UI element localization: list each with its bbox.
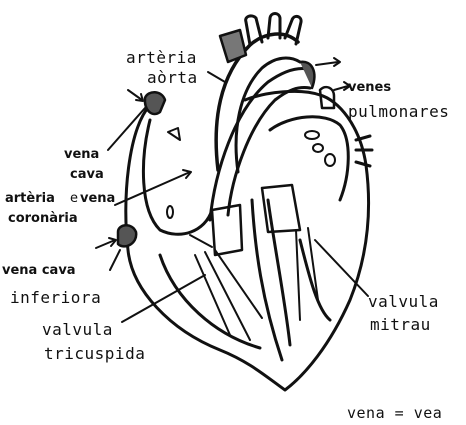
leader-vena-cava <box>108 108 145 150</box>
leader-aorta <box>208 72 225 82</box>
label-arteria: artèria <box>126 50 197 66</box>
label-mitrau: mitrau <box>370 317 431 333</box>
inferior-vena-cava <box>118 225 136 246</box>
label-cava: cava <box>70 168 104 181</box>
label-venes: venes <box>348 81 391 94</box>
leader-coronary-arrow-small <box>190 235 212 247</box>
label-tricuspida: tricuspida <box>44 346 145 362</box>
label-vena-cava-inferior: vena cava <box>2 264 76 277</box>
detail-oval-2 <box>313 144 323 152</box>
label-inferiora: inferiora <box>10 290 101 306</box>
label-valvula-right: valvula <box>368 294 439 310</box>
aorta-arch-inner <box>236 58 300 172</box>
right-ventricle <box>160 255 260 348</box>
label-arteria-coronaria-a: artèria <box>5 192 55 205</box>
label-valvula-left: valvula <box>42 322 113 338</box>
label-pulmonares: pulmonares <box>348 104 449 120</box>
detail-notch <box>168 128 180 140</box>
detail-oval-3 <box>325 154 335 166</box>
valve-box-right <box>262 185 300 232</box>
superior-vena-cava <box>145 92 165 114</box>
leader-ivc-line <box>110 250 120 270</box>
label-arteria-coronaria-e: e <box>70 192 78 205</box>
label-vena: vena <box>64 148 99 161</box>
detail-oval-4 <box>167 206 173 218</box>
pulmonary-artery-cap <box>300 62 314 88</box>
detail-oval-1 <box>305 131 319 139</box>
left-atrium-wall <box>270 117 348 200</box>
label-arteria-coronaria-vena: vena <box>80 192 115 205</box>
label-coronaria: coronària <box>8 212 78 225</box>
svc-upper-tube <box>220 30 246 62</box>
label-aorta: aòrta <box>147 70 198 86</box>
footnote: vena = vea <box>347 406 442 421</box>
tricuspid-valve <box>195 250 262 340</box>
leader-svc-arrow <box>128 90 142 100</box>
